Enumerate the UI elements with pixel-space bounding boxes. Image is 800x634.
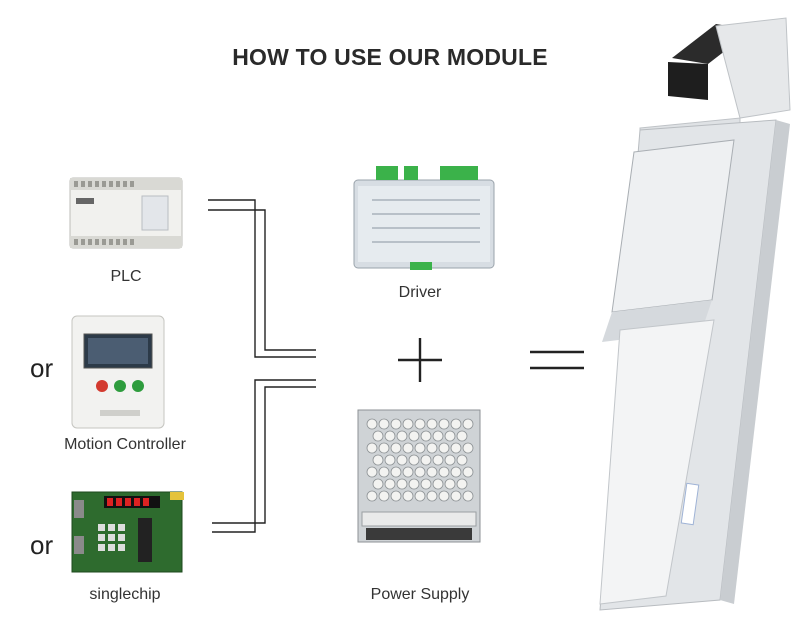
motion-controller-image (71, 315, 165, 429)
connection-lines (208, 199, 316, 533)
plc-label: PLC (110, 268, 142, 285)
or-label: or (30, 353, 54, 383)
plc-image (69, 177, 183, 249)
singlechip-image (71, 491, 184, 573)
linear-module-image (599, 17, 791, 611)
plus-symbol (398, 338, 442, 382)
driver-label: Driver (398, 284, 442, 301)
equals-symbol (530, 350, 584, 370)
driver-image (353, 166, 495, 270)
motion-controller-label: Motion Controller (64, 436, 186, 453)
power-supply-image (357, 409, 481, 543)
page-title: HOW TO USE OUR MODULE (232, 44, 548, 70)
power-supply-label: Power Supply (370, 586, 470, 603)
singlechip-label: singlechip (89, 586, 161, 603)
or-label: or (30, 530, 54, 560)
